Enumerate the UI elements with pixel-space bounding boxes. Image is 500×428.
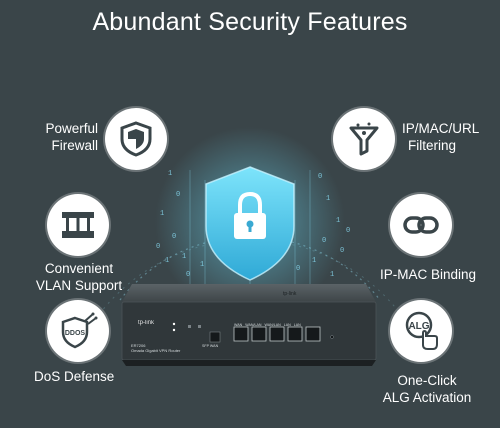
alg-label-line1: One-Click (397, 373, 457, 388)
alg-badge: ALG (390, 300, 452, 362)
svg-text:0: 0 (296, 265, 300, 273)
svg-text:0: 0 (172, 233, 176, 241)
svg-text:0: 0 (156, 243, 160, 251)
svg-text:0: 0 (346, 227, 350, 235)
svg-text:1: 1 (330, 271, 334, 279)
svg-text:0: 0 (340, 247, 344, 255)
firewall-label: Powerful Firewall (20, 120, 98, 154)
alg-text: ALG (408, 321, 429, 332)
padlock-icon (234, 191, 266, 239)
vlan-label-line1: Convenient (44, 261, 114, 276)
svg-text:1: 1 (165, 257, 169, 265)
alg-label: One-Click ALG Activation (362, 372, 492, 406)
binding-label: IP-MAC Binding (380, 267, 477, 282)
ddos-shield-icon: DDOS (61, 312, 98, 349)
router-top (122, 284, 376, 302)
alg-click-icon: ALG (405, 311, 438, 350)
page-title: Abundant Security Features (92, 8, 408, 36)
ethernet-ports (233, 326, 321, 342)
dos-badge: DDOS (47, 300, 109, 362)
router-model-number: ER7206 (131, 343, 146, 348)
ports-label: WAN WAN/LAN WAN/LAN LAN LAN (234, 323, 301, 327)
svg-text:1: 1 (336, 217, 340, 225)
binding-badge (390, 194, 452, 256)
sfp-port (209, 331, 221, 343)
router-model-subtitle: Omada Gigabit VPN Router (131, 348, 181, 353)
svg-text:1: 1 (182, 253, 186, 261)
router-device: tp-link (121, 284, 377, 366)
ddos-text: DDOS (65, 330, 86, 337)
svg-text:1: 1 (200, 261, 204, 269)
reset-button (330, 335, 334, 339)
firewall-badge (105, 108, 167, 170)
dos-label: DoS Defense (34, 369, 115, 384)
svg-text:0: 0 (318, 173, 322, 181)
svg-text:1: 1 (168, 170, 172, 178)
filtering-label: IP/MAC/URL Filtering (402, 120, 492, 154)
router-model: ER7206 Omada Gigabit VPN Router (131, 343, 180, 353)
vlan-label-line2: VLAN Support (35, 278, 123, 293)
router-base (122, 360, 376, 366)
vlan-label: Convenient VLAN Support (14, 260, 144, 294)
firewall-label-line1: Powerful (45, 121, 98, 136)
router-top-mark: tp-link (283, 291, 297, 297)
funnel-icon (349, 122, 379, 156)
filtering-label-line1: IP/MAC/URL (402, 121, 480, 136)
shield-icon (120, 121, 152, 157)
svg-text:1: 1 (312, 257, 316, 265)
filtering-label-line2: Filtering (408, 138, 457, 153)
link-icon (403, 216, 439, 234)
router-brand: tp-link (138, 320, 155, 326)
sfp-label: SFP WAN (202, 344, 219, 348)
svg-text:0: 0 (186, 271, 190, 279)
dashed-arc (94, 236, 406, 321)
svg-text:0: 0 (176, 191, 180, 199)
svg-text:1: 1 (326, 195, 330, 203)
status-leds (172, 322, 201, 332)
svg-text:1: 1 (160, 210, 164, 218)
filtering-badge (333, 108, 395, 170)
network-icon (62, 212, 94, 238)
alg-label-line2: ALG Activation (382, 390, 472, 405)
svg-text:0: 0 (322, 237, 326, 245)
vlan-badge (47, 194, 109, 256)
firewall-label-line2: Firewall (51, 138, 98, 153)
